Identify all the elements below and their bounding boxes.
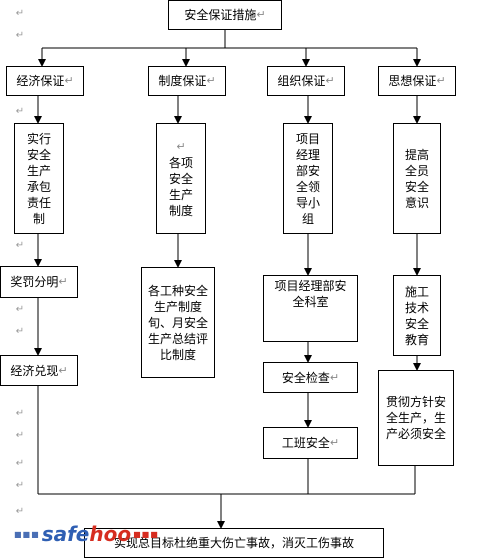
node-label: 贯彻方针安全生产，生产必须安全 [385,395,446,441]
paragraph-mark: ↵ [15,326,25,337]
pillar-sixiang: 思想保证↵ [378,66,456,96]
paragraph-mark: ↵ [58,275,68,288]
node-anquan-lingdao-xiaozu: 项目经理部安全领导小组 [283,123,333,234]
paragraph-mark: ↵ [329,370,340,384]
paragraph-mark: ↵ [176,139,186,153]
pillar-label: 思想保证 [388,74,437,88]
node-gegongzhong-zhidu: 各工种安全生产制度旬、月安全生产总结评比制度 [141,267,215,378]
node-label: 工班安全 [281,436,330,450]
paragraph-mark: ↵ [15,30,25,41]
node-guanche-fangzhen: 贯彻方针安全生产，生产必须安全 [378,370,454,466]
goal-label: 实现总目标杜绝重大伤亡事故，消灭工伤事故 [113,536,354,550]
paragraph-mark: ↵ [15,240,25,251]
node-jingji-duixian: 经济兑现↵ [0,355,78,386]
paragraph-mark: ↵ [15,408,25,419]
node-label: 经济兑现 [10,363,59,378]
node-anquan-jiancha: 安全检查↵ [263,362,358,393]
paragraph-mark: ↵ [15,8,25,19]
node-gongban-anquan: 工班安全↵ [263,427,358,459]
node-label: 各工种安全生产制度旬、月安全生产总结评比制度 [147,283,208,362]
paragraph-mark: ↵ [15,106,25,117]
pillar-label: 制度保证 [158,74,207,88]
node-label: 项目经理部安全科室 [274,279,347,309]
node-label: 施工技术安全教育 [404,284,429,347]
node-label: 安全检查 [281,370,330,385]
paragraph-mark: ↵ [58,363,68,377]
logo-text-safe: safe [41,522,90,546]
root-label: 安全保证措施 [184,8,257,22]
logo-text-hoo: hoo [89,522,132,546]
paragraph-mark: ↵ [15,480,25,491]
node-shigong-jishu-jiaoyu: 施工技术安全教育 [393,275,441,356]
node-label: 项目经理部安全领导小组 [295,131,320,226]
node-jiangfa-fenming: 奖罚分明↵ [0,266,78,298]
node-label: 各项安全生产制度 [168,155,193,218]
pillar-label: 经济保证 [16,74,65,88]
node-anquan-keshi: 项目经理部安全科室 [263,275,358,342]
paragraph-mark: ↵ [329,436,340,449]
node-tigao-anquan-yishi: 提高全员安全意识 [393,123,441,234]
node-gexiang-zhidu: ↵ 各项安全生产制度 [156,123,206,234]
paragraph-mark: ↵ [206,74,216,87]
root-node: 安全保证措施↵ [168,0,282,30]
pillar-label: 组织保证 [277,74,326,88]
node-label: 提高全员安全意识 [404,147,429,210]
node-label: 奖罚分明 [10,275,59,289]
paragraph-mark: ↵ [325,74,335,87]
pillar-jingji: 经济保证↵ [6,66,84,96]
pillar-zhidu: 制度保证↵ [148,66,226,96]
paragraph-mark: ↵ [256,8,266,21]
paragraph-mark: ↵ [15,506,25,517]
node-chengbao-zerenzhi: 实行安全生产承包责任制 [14,123,64,234]
paragraph-mark: ↵ [436,74,446,87]
node-label: 实行安全生产承包责任制 [26,131,51,226]
paragraph-mark: ↵ [15,458,25,469]
paragraph-mark: ↵ [15,430,25,441]
safehoo-logo: ■■■ safe hoo ■■■ [14,522,159,546]
paragraph-mark: ↵ [15,304,25,315]
paragraph-mark: ↵ [64,74,74,87]
pillar-zuzhi: 组织保证↵ [267,66,345,96]
